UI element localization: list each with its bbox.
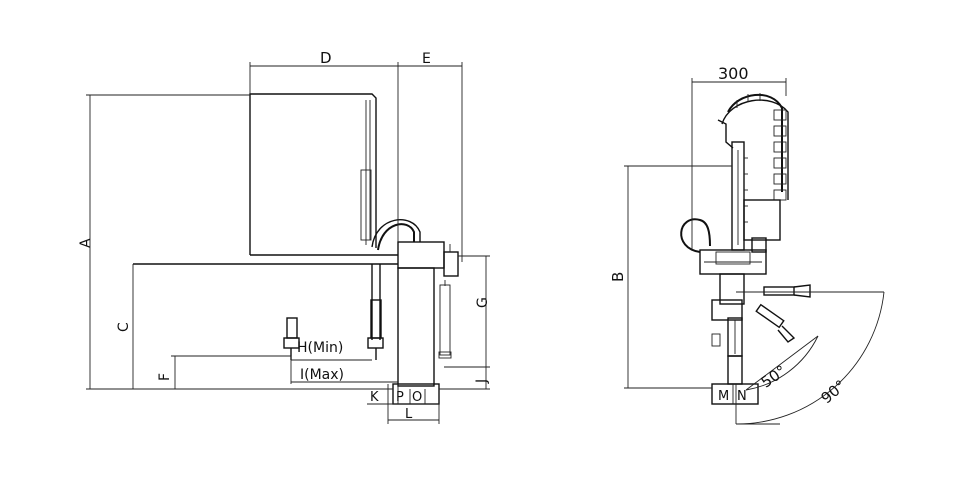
label-g: G [475, 297, 491, 308]
label-f: F [157, 373, 173, 381]
side-carriage [699, 249, 767, 385]
side-tap-head-horizontal [763, 284, 811, 298]
label-d: D [320, 49, 332, 67]
side-dimensions [624, 78, 885, 425]
side-tap-head-tilted [755, 303, 796, 343]
front-column [397, 241, 459, 387]
label-50-deg: 50° [758, 362, 790, 392]
front-mast [249, 93, 377, 255]
label-k: K [370, 390, 379, 405]
label-h-min: H(Min) [297, 340, 343, 356]
label-a: A [78, 238, 94, 248]
side-view: 300 B M N 50° 90° [609, 64, 885, 425]
front-tap-head-max [367, 299, 384, 360]
side-base [711, 383, 759, 405]
label-m: M [718, 389, 729, 404]
label-p: P [396, 390, 404, 405]
label-j: J [474, 379, 490, 384]
label-90-deg: 90° [817, 376, 849, 407]
label-b: B [609, 272, 627, 282]
side-mast [731, 141, 781, 253]
label-e: E [422, 51, 431, 67]
front-view: D E A C F H(Min) I(Max) G J K P O L [78, 49, 491, 424]
label-i-max: I(Max) [300, 367, 344, 383]
side-hose-loop [680, 218, 711, 253]
label-c: C [116, 322, 132, 332]
label-l: L [405, 407, 413, 422]
front-arm [133, 254, 398, 340]
side-cable-chain [717, 93, 789, 201]
front-hose-loop [377, 223, 415, 251]
label-n: N [737, 389, 747, 404]
label-300: 300 [718, 64, 749, 83]
front-dimensions [86, 62, 490, 424]
label-o: O [412, 390, 422, 405]
